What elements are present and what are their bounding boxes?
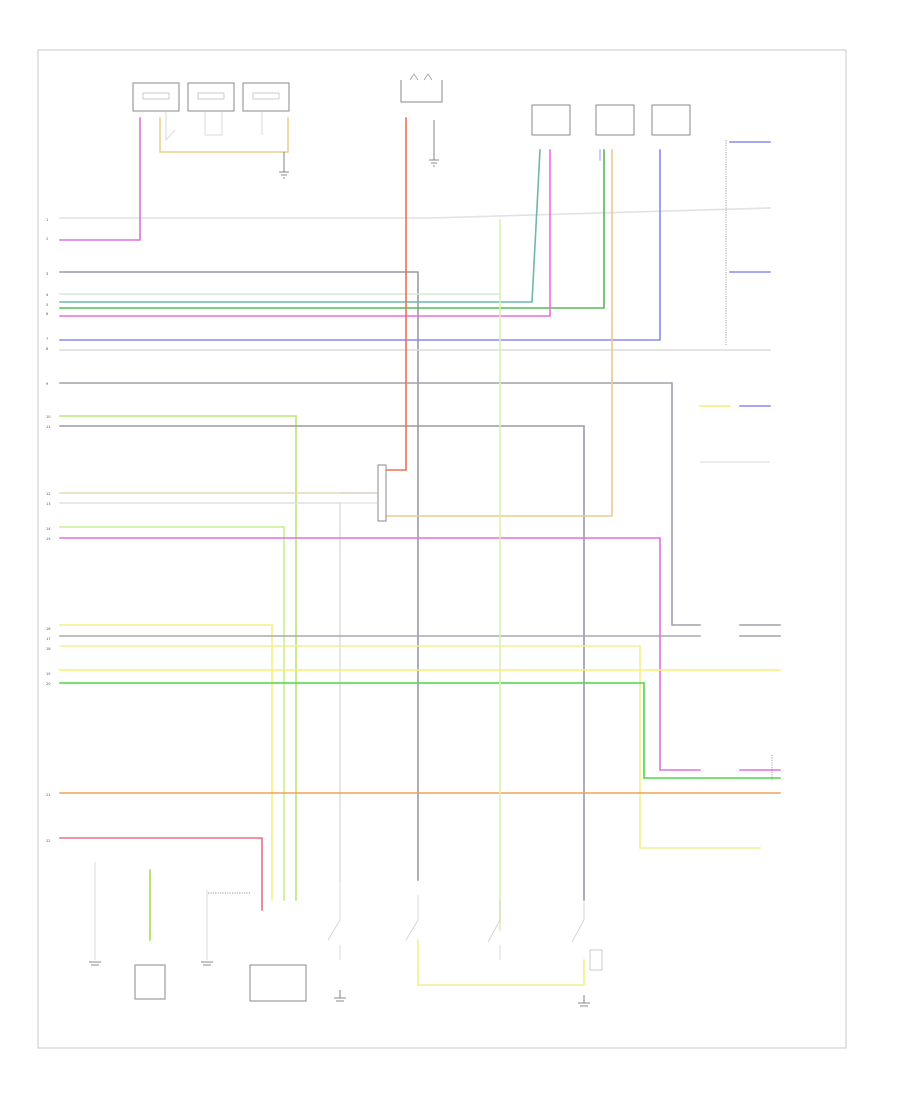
wire-6b-pink (59, 149, 551, 317)
module-1-box (132, 82, 180, 112)
wire-20-green (59, 682, 781, 779)
svg-text:17: 17 (46, 637, 51, 641)
top-center-bulb (409, 73, 433, 81)
svg-text:10: 10 (46, 415, 51, 419)
bottom-3-ground (201, 961, 213, 966)
bottom-8-switch (571, 900, 585, 943)
wires (59, 117, 781, 986)
bottom-2-box (134, 964, 166, 1000)
top-center-module-box (400, 80, 443, 103)
svg-text:12: 12 (46, 492, 51, 496)
wire-top-thin-1 (165, 111, 176, 142)
wire-9-gray (59, 382, 701, 626)
wire-22-red-pink (59, 837, 263, 911)
wire-3-gray (59, 271, 419, 881)
bottom-7-switch (487, 900, 501, 960)
center-connector-box (377, 464, 387, 522)
bottom-5-ground (334, 990, 346, 1002)
wire-13-light-gray (59, 502, 341, 881)
module-2-inner (197, 92, 225, 100)
wire-5-teal (59, 149, 541, 303)
wire-tan-vertical (384, 149, 613, 517)
wire-6-green (59, 149, 605, 309)
center-connector (340, 464, 387, 522)
wire-11-gray (59, 425, 585, 901)
svg-text:7: 7 (46, 337, 48, 341)
bottom-components (89, 862, 603, 1007)
svg-text:20: 20 (46, 682, 51, 686)
diagram-frame (37, 49, 847, 1049)
svg-text:14: 14 (46, 527, 51, 531)
svg-text:11: 11 (46, 425, 51, 429)
tr-module-1-box (531, 104, 571, 136)
top-center-module (400, 73, 443, 167)
wire-red-vertical (384, 117, 407, 471)
svg-text:19: 19 (46, 672, 51, 676)
wire-7-blue (59, 149, 661, 341)
wire-top-tan-bus (159, 117, 289, 153)
module-3-box (242, 82, 290, 112)
svg-text:13: 13 (46, 502, 51, 506)
bottom-5-switch (327, 880, 341, 960)
top-right-modules (531, 104, 691, 136)
svg-text:21: 21 (46, 793, 51, 797)
bottom-4-box (249, 964, 307, 1002)
module-2-box (187, 82, 235, 112)
svg-text:16: 16 (46, 627, 51, 631)
svg-text:15: 15 (46, 537, 51, 541)
wire-top-thin-2 (204, 111, 223, 136)
svg-text:6: 6 (46, 312, 49, 316)
svg-text:2: 2 (46, 237, 48, 241)
top-left-modules (132, 82, 290, 179)
wire-2-violet (59, 117, 141, 241)
wire-10-light-green (59, 415, 297, 901)
bottom-8-box (589, 949, 603, 971)
module-3-inner (252, 92, 280, 100)
module-1-inner (142, 92, 170, 100)
svg-text:9: 9 (46, 382, 49, 386)
svg-text:5: 5 (46, 303, 48, 307)
ground-top-center (429, 120, 439, 167)
wire-18-yellow (59, 645, 761, 849)
svg-text:18: 18 (46, 647, 51, 651)
svg-text:22: 22 (46, 839, 51, 843)
left-pin-column: 1 2 3 4 5 6 7 8 9 10 11 12 13 14 15 16 1… (46, 218, 51, 843)
svg-text:8: 8 (46, 347, 49, 351)
svg-text:3: 3 (46, 272, 48, 276)
svg-text:1: 1 (46, 218, 48, 222)
bottom-6-switch (405, 895, 419, 941)
ground-top-left (279, 152, 289, 179)
wire-14-light-green (59, 526, 285, 901)
bottom-1-ground (89, 961, 101, 966)
bottom-8-ground (578, 995, 590, 1007)
right-side-connectors (699, 140, 781, 780)
wire-1-light-gray (59, 207, 771, 219)
center-connector-link (340, 492, 378, 504)
tr-module-3-box (651, 104, 691, 136)
tr-module-2-box (595, 104, 635, 136)
wire-bottom-yellow-loop (417, 939, 585, 986)
wire-16-yellow (59, 624, 273, 901)
wire-15-pink (59, 537, 701, 771)
svg-text:4: 4 (46, 293, 49, 297)
